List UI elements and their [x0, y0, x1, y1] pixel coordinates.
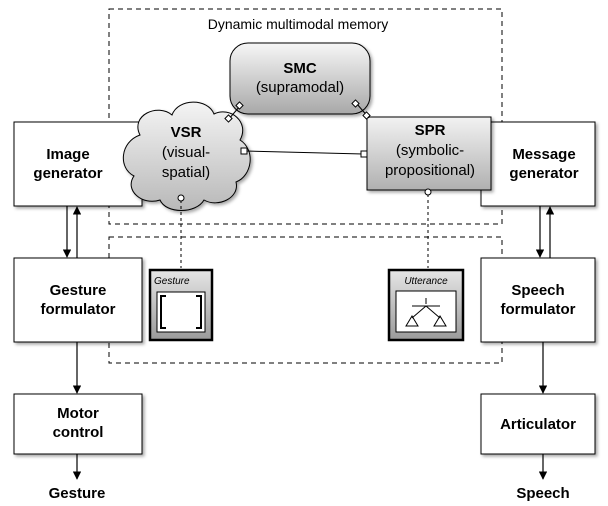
motor-control-box	[13, 393, 143, 455]
smc-vsr-link-end-top	[235, 101, 244, 110]
articulator-box	[480, 393, 596, 455]
image-generator-line1: Image	[46, 146, 89, 163]
spr-name: SPR	[415, 122, 446, 139]
message-generator-line2: generator	[509, 165, 578, 182]
memory-region-upper	[108, 8, 503, 225]
smc-spr-link-end-bottom	[362, 111, 371, 120]
vsr-spr-link-end-right	[360, 150, 368, 158]
message-generator-line1: Message	[512, 146, 575, 163]
gesture-output-label: Gesture	[49, 485, 106, 502]
memory-title: Dynamic multimodal memory	[208, 16, 388, 32]
gesture-bracket-left-icon	[160, 295, 166, 329]
image-generator-box	[13, 121, 143, 207]
spr-desc-line1: (symbolic-	[396, 142, 464, 159]
smc-box	[229, 42, 371, 115]
vsr-spr-link-end-left	[240, 147, 248, 155]
spr-box	[366, 116, 492, 191]
motor-control-line1: Motor	[57, 405, 99, 422]
smc-desc: (supramodal)	[256, 79, 344, 96]
speech-formulator-box	[480, 257, 596, 343]
speech-output-label: Speech	[516, 485, 569, 502]
articulator-label: Articulator	[500, 416, 576, 433]
vsr-cloud	[122, 101, 251, 211]
utterance-buffer-frame-icon	[395, 290, 457, 333]
gesture-formulator-line1: Gesture	[50, 282, 107, 299]
utterance-buffer-label: Utterance	[404, 276, 448, 287]
vsr-buffer-link-end	[177, 194, 185, 202]
spr-desc-line2: propositional)	[385, 162, 475, 179]
vsr-desc-line1: (visual-	[162, 144, 210, 161]
smc-vsr-link-end-bottom	[224, 114, 233, 123]
vsr-spr-link	[244, 150, 364, 155]
speech-formulator-line2: formulator	[501, 301, 576, 318]
image-generator-line2: generator	[33, 165, 102, 182]
vsr-name: VSR	[171, 124, 202, 141]
gesture-formulator-box	[13, 257, 143, 343]
syntax-tree-icon	[405, 298, 447, 327]
smc-spr-link-end-top	[351, 99, 360, 108]
vsr-desc-line2: spatial)	[162, 164, 210, 181]
gesture-buffer-label: Gesture	[154, 276, 190, 287]
gesture-buffer-frame-icon	[156, 291, 206, 333]
message-generator-box	[480, 121, 596, 207]
speech-formulator-line1: Speech	[511, 282, 564, 299]
smc-name: SMC	[283, 60, 317, 77]
motor-control-line2: control	[53, 424, 104, 441]
gesture-formulator-line2: formulator	[41, 301, 116, 318]
gesture-bracket-right-icon	[196, 295, 202, 329]
spr-buffer-link-end	[424, 188, 432, 196]
